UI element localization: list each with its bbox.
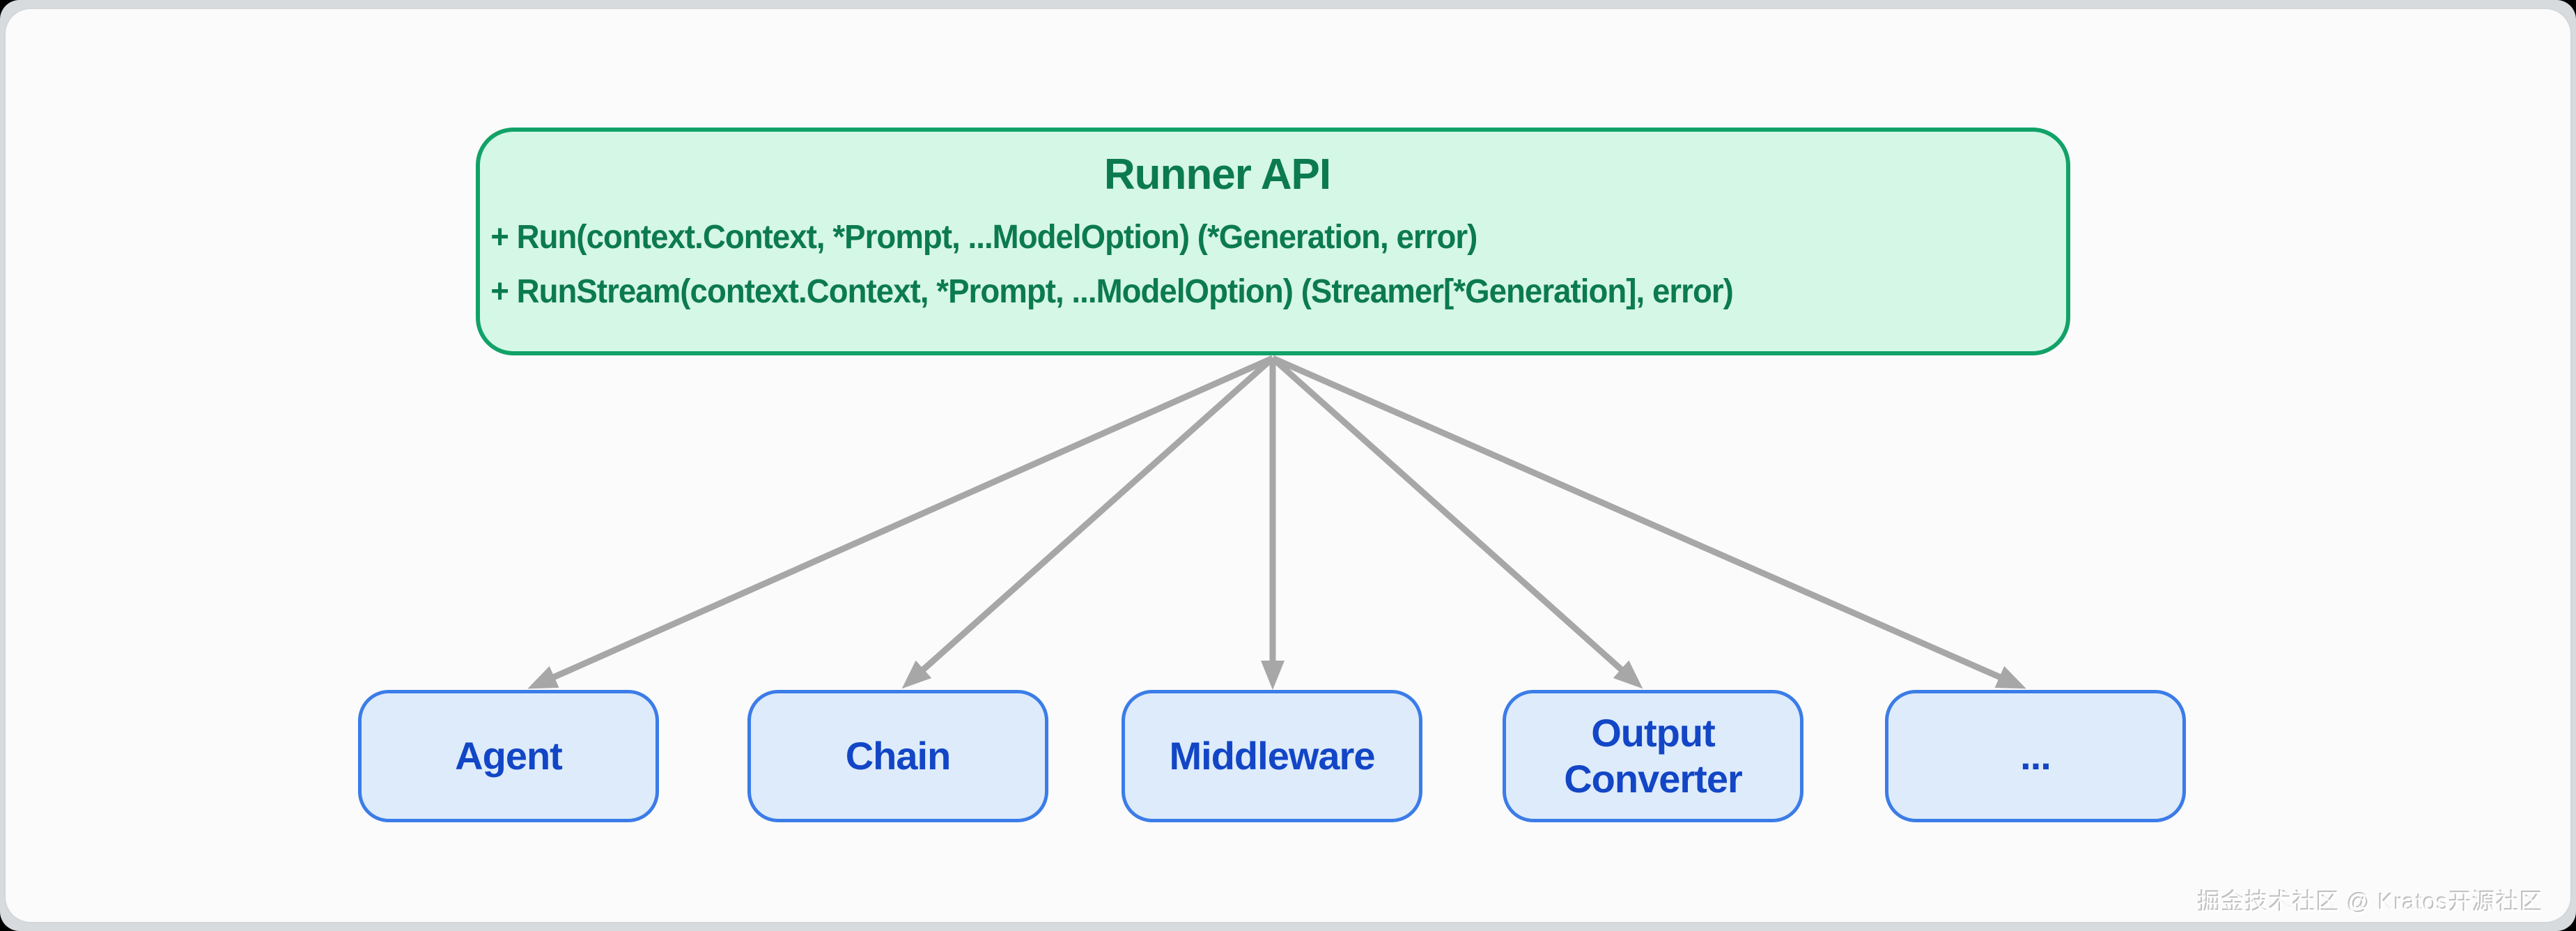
runner-api-node: Runner API + Run(context.Context, *Promp… [476,128,2070,355]
watermark: 掘金技术社区 @ Kratos开源社区 [2198,889,2544,915]
runner-api-method-runstream: + RunStream(context.Context, *Prompt, ..… [490,273,1734,310]
runner-api-title: Runner API [1103,151,1331,199]
node-chain-label: Chain [845,734,952,778]
node-output-converter-label: Output Converter [1564,711,1743,801]
runner-api-methods: + Run(context.Context, *Prompt, ...Model… [480,210,1987,319]
node-agent-label: Agent [455,734,563,778]
node-chain: Chain [747,690,1048,822]
node-middleware: Middleware [1122,690,1422,822]
node-ellipsis: ... [1885,690,2186,822]
node-agent: Agent [358,690,659,822]
node-middleware-label: Middleware [1169,734,1376,778]
node-output-converter: Output Converter [1503,690,1803,822]
runner-api-method-run: + Run(context.Context, *Prompt, ...Model… [490,219,1477,256]
node-ellipsis-label: ... [2020,734,2051,778]
